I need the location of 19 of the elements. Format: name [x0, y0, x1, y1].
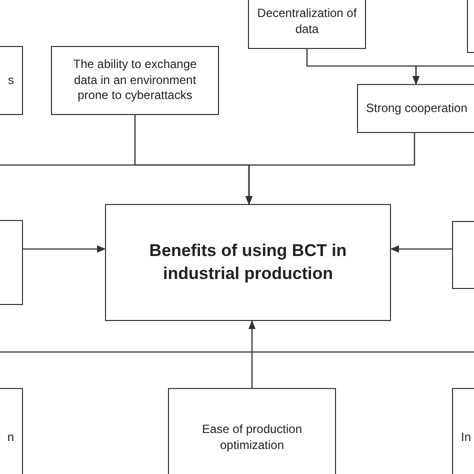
box-label: Decentralization of data [257, 6, 357, 38]
process-box [168, 388, 336, 474]
box-label: In [461, 430, 472, 446]
box-label: Strong cooperation [366, 100, 468, 116]
title-text: Benefits of using BCT in industrial production [148, 240, 348, 284]
process-box [357, 84, 474, 133]
box-label: n [7, 430, 14, 446]
box-label: Ease of production optimization [200, 422, 304, 454]
process-box [248, 0, 366, 49]
process-box [51, 46, 219, 115]
arrow [23, 245, 106, 253]
process-box [452, 221, 474, 289]
arrow [248, 320, 256, 388]
arrow [412, 65, 474, 85]
central-box [105, 204, 391, 321]
arrow [390, 245, 452, 253]
box-label: The ability to exchange data in an environment prone to cyberattacks [72, 57, 198, 104]
arrow [0, 164, 253, 205]
box-label: s [8, 72, 14, 88]
